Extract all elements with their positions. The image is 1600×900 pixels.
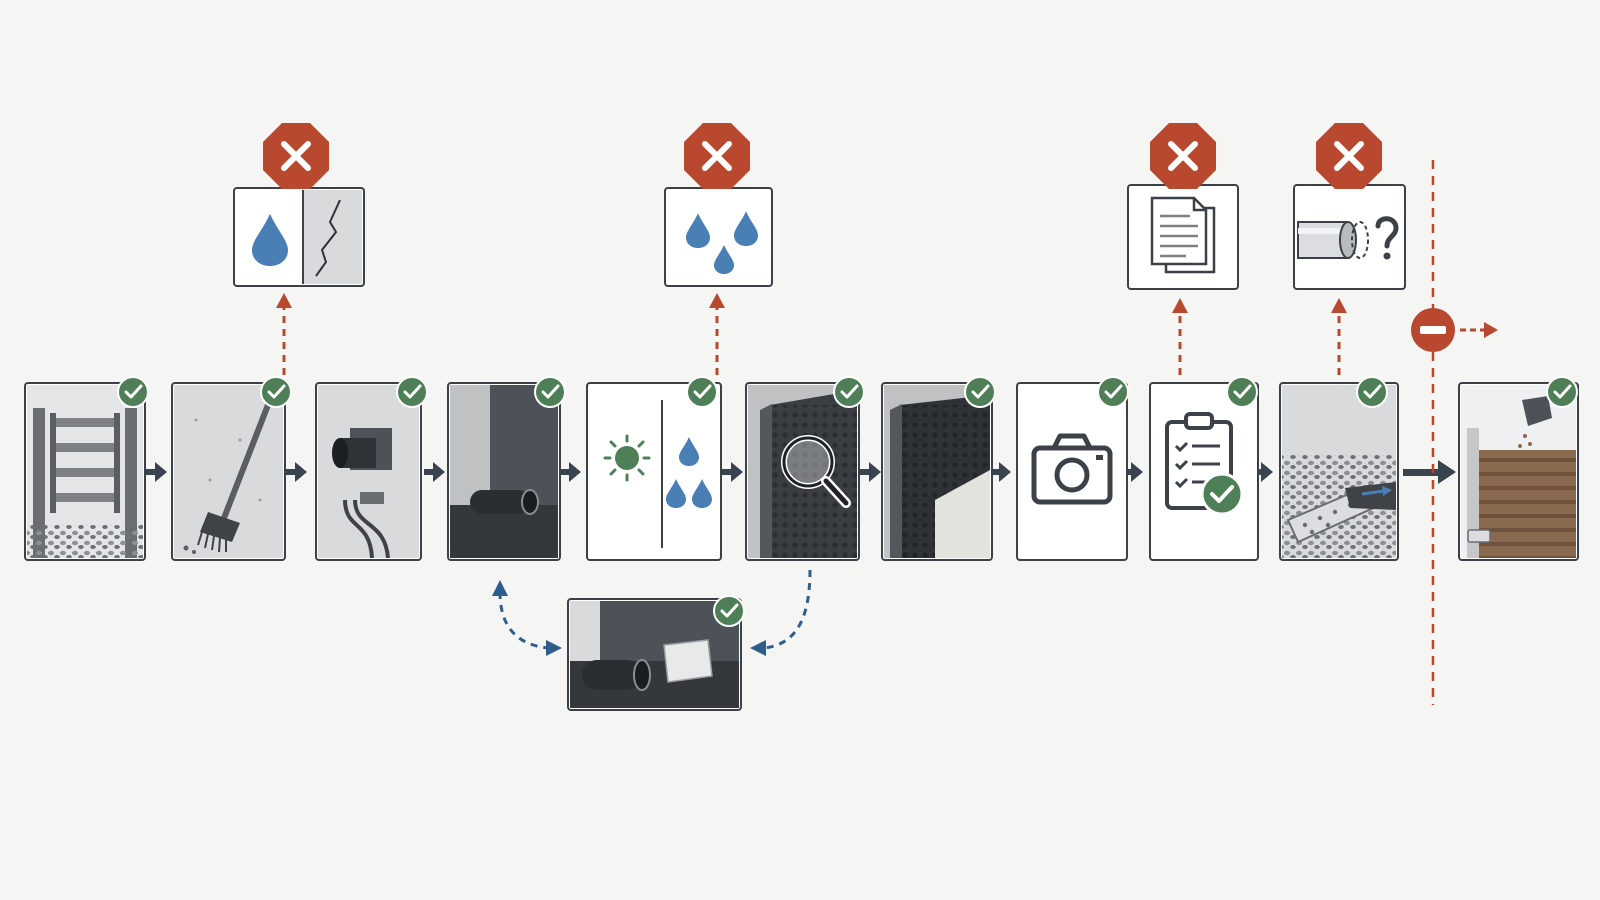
backfill-cutoff [1411,160,1498,705]
magnifier-icon [748,385,857,558]
step-photo-documentation [1016,376,1129,561]
documents-icon [1150,196,1216,274]
flow-arrow-long [1403,460,1456,484]
flow-arrow [860,462,881,482]
excavator-bucket-icon [1461,385,1576,558]
repair-loop [492,569,812,711]
failure-pipe-question [1293,123,1406,375]
check-badge [964,376,996,408]
step-drainage-board [881,376,996,561]
stop-badge [263,123,329,189]
check-badge [1226,376,1258,408]
flow-arrow [990,462,1011,482]
failure-documents [1127,123,1239,375]
check-badge [713,595,745,627]
water-crack-icon [252,190,362,284]
pipe-question-icon [1297,216,1399,260]
stop-badge [1316,123,1382,189]
step-weather-check [586,376,722,561]
membrane-patch-icon [570,601,739,708]
dimple-board-icon [884,385,990,558]
flow-arrow [560,462,581,482]
stop-badge [1150,123,1216,189]
flow-arrow [722,462,743,482]
flow-arrow [146,462,167,482]
camera-icon [1031,433,1113,505]
check-badge [117,376,149,408]
check-badge [396,376,428,408]
check-badge [534,376,566,408]
step-membrane-application [447,376,566,561]
question-mark-icon [1375,216,1399,260]
pipe-sleeve-icon [318,385,419,559]
sun-icon [603,434,651,482]
clipboard-check-icon [1165,412,1244,516]
sun-rain-icon [603,400,712,548]
shored-trench-icon [27,385,143,558]
broom-icon [174,385,283,558]
failure-rain [664,123,773,375]
step-membrane-inspection [745,376,865,561]
check-badge [260,376,292,408]
membrane-roll-icon [450,385,558,558]
step-excavation-shoring [24,376,149,561]
flow-arrow [424,462,445,482]
no-entry-icon [1411,308,1455,352]
check-badge [686,376,718,408]
step-perimeter-drain [1279,376,1399,561]
perforated-pipe-icon [1282,385,1396,558]
step-checklist-signoff [1149,376,1259,561]
check-badge [1546,376,1578,408]
check-badge [1356,376,1388,408]
stop-badge [684,123,750,189]
step-surface-cleaning [171,376,292,561]
failure-water-crack [233,123,365,375]
cutoff-arrow [1460,322,1498,338]
flow-arrows [146,460,1456,484]
flow-arrow [286,462,307,482]
check-badge [1097,376,1129,408]
step-backfill [1458,376,1579,561]
step-penetration-sleeves [315,376,428,561]
check-badge [833,376,865,408]
